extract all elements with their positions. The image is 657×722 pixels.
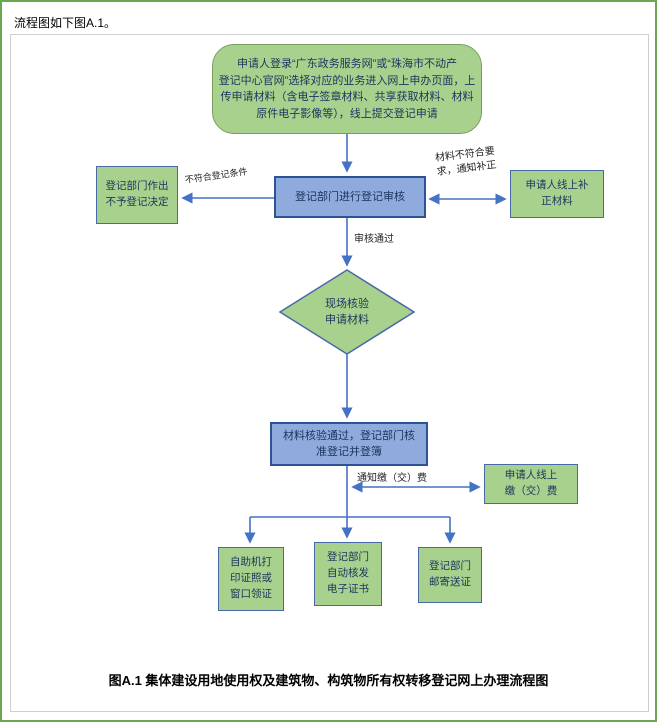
node-electronic-certificate: 登记部门 自动核发 电子证书 <box>314 542 382 606</box>
edge-label-notify-pay: 通知缴（交）费 <box>357 473 427 484</box>
node-onsite-verify: 现场核验 申请材料 <box>325 297 369 327</box>
figure-caption: 图A.1 集体建设用地使用权及建筑物、构筑物所有权转移登记网上办理流程图 <box>108 673 549 688</box>
node-mail-certificate: 登记部门 邮寄送证 <box>418 547 482 603</box>
node-supplement-materials: 申请人线上补 正材料 <box>510 170 604 218</box>
node-reject-decision: 登记部门作出 不予登记决定 <box>96 166 178 224</box>
node-self-print-or-counter: 自助机打 印证照或 窗口领证 <box>218 547 284 611</box>
edge-label-review-pass: 审核通过 <box>354 234 394 245</box>
node-start: 申请人登录“广东政务服务网”或“珠海市不动产 登记中心官网”选择对应的业务进入网… <box>212 44 482 134</box>
node-online-payment: 申请人线上 缴（交）费 <box>484 464 578 504</box>
node-review: 登记部门进行登记审核 <box>274 176 426 218</box>
node-approve-register: 材料核验通过，登记部门核 准登记并登簿 <box>270 422 428 466</box>
flowchart-frame <box>10 34 649 712</box>
intro-text: 流程图如下图A.1。 <box>14 16 117 30</box>
